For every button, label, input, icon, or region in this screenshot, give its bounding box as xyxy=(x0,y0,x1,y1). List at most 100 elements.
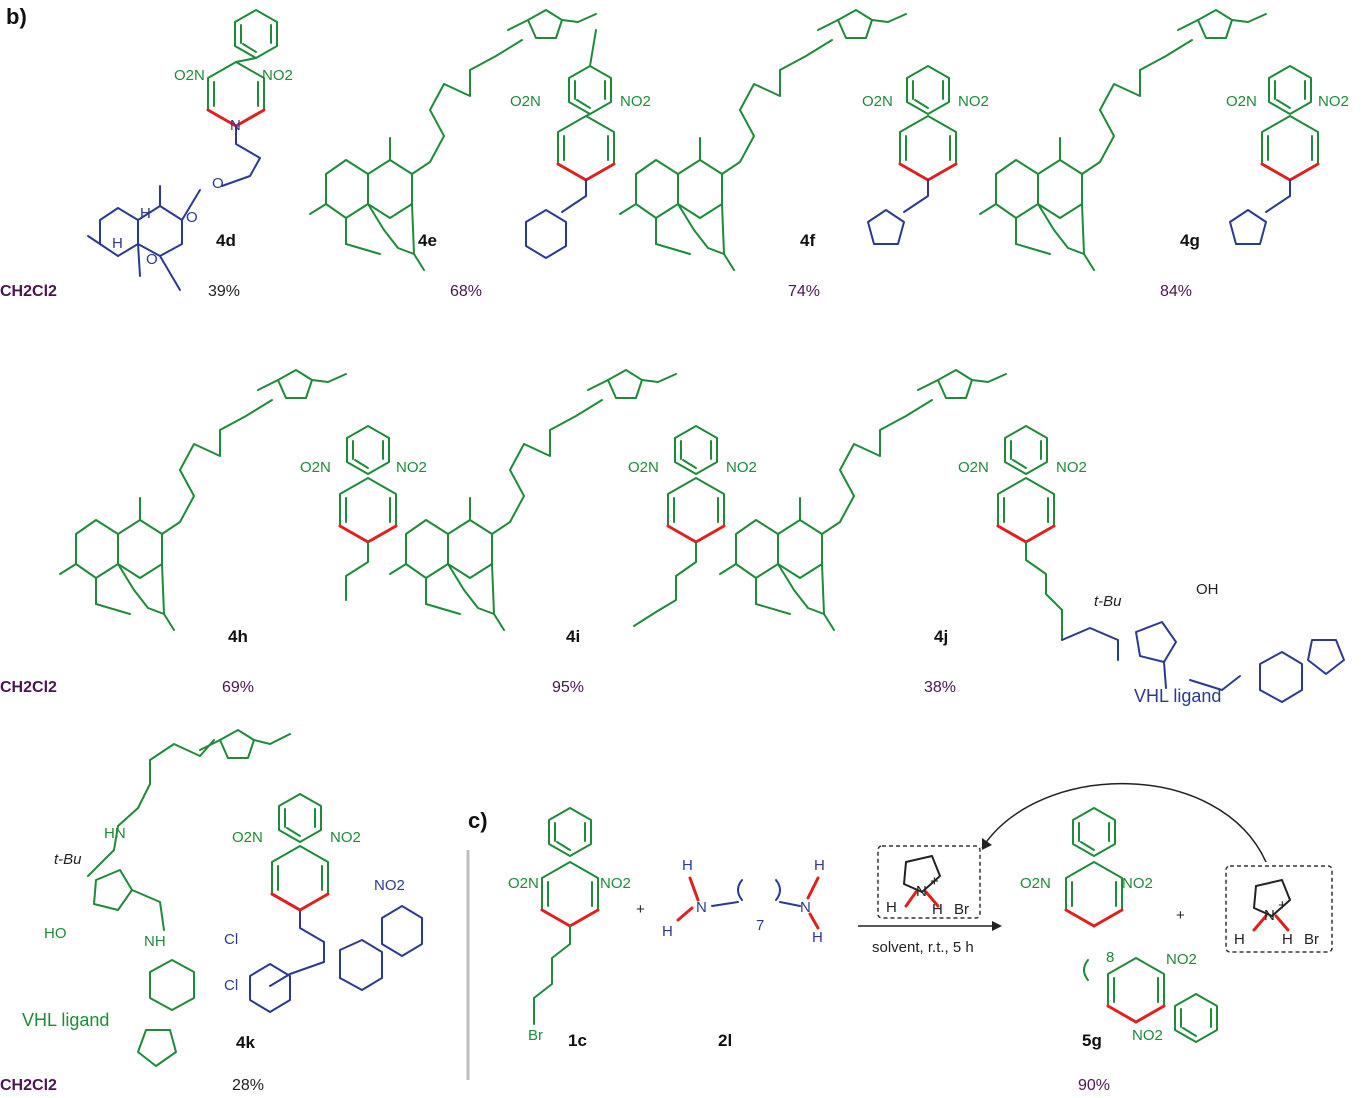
label-4g: 4g xyxy=(1180,231,1200,250)
nitro-left-4g: O2N xyxy=(1226,93,1257,110)
yield-4g: 84% xyxy=(1160,283,1192,300)
structure-4i xyxy=(389,369,726,631)
nitro-left-4d: O2N xyxy=(174,67,205,84)
reaction-arrowhead xyxy=(992,921,1002,931)
solvent-row1: CH2Cl2 xyxy=(0,283,57,300)
structure-4j xyxy=(719,369,1345,703)
structure-4e xyxy=(309,9,616,271)
tbu-4j: t-Bu xyxy=(1094,593,1122,610)
structure-1c xyxy=(533,807,600,1025)
n-2l-2: N xyxy=(800,899,811,916)
nitro-5g-lower-1: NO2 xyxy=(1166,951,1197,968)
tbu-4k: t-Bu xyxy=(54,851,82,868)
h-pyrr-left-1: H xyxy=(886,899,897,916)
label-1c: 1c xyxy=(568,1031,587,1050)
nitro-left-4f: O2N xyxy=(862,93,893,110)
oh-4j: OH xyxy=(1196,581,1219,598)
nh-4k: NH xyxy=(144,933,166,950)
o-4d-3: O xyxy=(146,251,158,268)
yield-5g: 90% xyxy=(1078,1077,1110,1094)
vhl-ligand-label-4j: VHL ligand xyxy=(1134,686,1221,706)
recycle-arrowhead xyxy=(982,838,992,850)
cl-2-4k: Cl xyxy=(224,977,238,994)
structure-4d xyxy=(87,9,278,291)
structure-5g xyxy=(1064,807,1218,1043)
reaction-conditions: solvent, r.t., 5 h xyxy=(872,939,974,956)
nitro-left-4h: O2N xyxy=(300,459,331,476)
br-pyrr-left: Br xyxy=(954,901,969,918)
h-2l-3: H xyxy=(814,857,825,874)
panel-c-label: c) xyxy=(468,808,488,833)
nitro-right-5g: NO2 xyxy=(1122,875,1153,892)
o-4d-2: O xyxy=(186,209,198,226)
nitro-right-4j: NO2 xyxy=(1056,459,1087,476)
structure-4f xyxy=(619,9,958,271)
h-pyrr-right-2: H xyxy=(1282,931,1293,948)
pyrrolidinium-box-right xyxy=(1225,865,1333,953)
nitro-right-4h: NO2 xyxy=(396,459,427,476)
br-1c: Br xyxy=(528,1027,543,1044)
h-2l-4: H xyxy=(812,929,823,946)
yield-4e: 68% xyxy=(450,283,482,300)
nitro-left-5g: O2N xyxy=(1020,875,1051,892)
yield-4k: 28% xyxy=(232,1077,264,1094)
structure-4g xyxy=(979,9,1320,271)
h-pyrr-right-1: H xyxy=(1234,931,1245,948)
h-2l-1: H xyxy=(682,857,693,874)
sub8-5g: 8 xyxy=(1106,949,1114,966)
nitro-right-4g: NO2 xyxy=(1318,93,1349,110)
h-pyrr-left-2: H xyxy=(932,901,943,918)
structure-4h xyxy=(59,369,398,631)
n-pyrr-right: N xyxy=(1264,907,1275,924)
nitro-right-4e: NO2 xyxy=(620,93,651,110)
nitro-left-1c: O2N xyxy=(508,875,539,892)
solvent-row2: CH2Cl2 xyxy=(0,679,57,696)
n-pyrr-left: N xyxy=(916,883,927,900)
label-4h: 4h xyxy=(228,627,248,646)
h-4d-2: H xyxy=(112,235,123,252)
n-2l-1: N xyxy=(696,899,707,916)
n-4d: N xyxy=(230,117,241,134)
h-4d-1: H xyxy=(140,205,151,222)
label-4d: 4d xyxy=(216,231,236,250)
nitro-5g-lower-2: NO2 xyxy=(1132,1027,1163,1044)
hn-4k: HN xyxy=(104,825,126,842)
nitro-quinazoline-4k: NO2 xyxy=(374,877,405,894)
yield-4h: 69% xyxy=(222,679,254,696)
yield-4j: 38% xyxy=(924,679,956,696)
vhl-ligand-label-4k: VHL ligand xyxy=(22,1010,109,1030)
br-pyrr-right: Br xyxy=(1304,931,1319,948)
ho-4k: HO xyxy=(44,925,67,942)
nitro-left-4i: O2N xyxy=(628,459,659,476)
label-4f: 4f xyxy=(800,231,815,250)
nitro-right-1c: NO2 xyxy=(600,875,631,892)
label-4k: 4k xyxy=(236,1033,255,1052)
solvent-row3: CH2Cl2 xyxy=(0,1077,57,1094)
nitro-right-4i: NO2 xyxy=(726,459,757,476)
sub7-2l: 7 xyxy=(756,917,764,934)
label-4i: 4i xyxy=(566,627,580,646)
plus-sign-2: + xyxy=(1176,907,1185,924)
label-2l: 2l xyxy=(718,1031,732,1050)
structure-2l xyxy=(676,876,820,930)
pyrrolidinium-box-left xyxy=(877,845,981,919)
label-4e: 4e xyxy=(418,231,437,250)
nitro-left-4j: O2N xyxy=(958,459,989,476)
plus-sign-1: + xyxy=(636,901,645,918)
label-4j: 4j xyxy=(934,627,948,646)
nitro-right-4f: NO2 xyxy=(958,93,989,110)
yield-4f: 74% xyxy=(788,283,820,300)
plus-pyrr-left: + xyxy=(930,873,939,890)
nitro-right-4d: NO2 xyxy=(262,67,293,84)
yield-4i: 95% xyxy=(552,679,584,696)
o-4d: O xyxy=(212,175,224,192)
panel-b-label: b) xyxy=(6,4,27,29)
plus-pyrr-right: + xyxy=(1278,897,1287,914)
nitro-left-4e: O2N xyxy=(510,93,541,110)
label-5g: 5g xyxy=(1082,1031,1102,1050)
nitro-left-4k: O2N xyxy=(232,829,263,846)
recycle-arrow xyxy=(981,783,1267,863)
yield-4d: 39% xyxy=(208,283,240,300)
h-2l-2: H xyxy=(662,923,673,940)
